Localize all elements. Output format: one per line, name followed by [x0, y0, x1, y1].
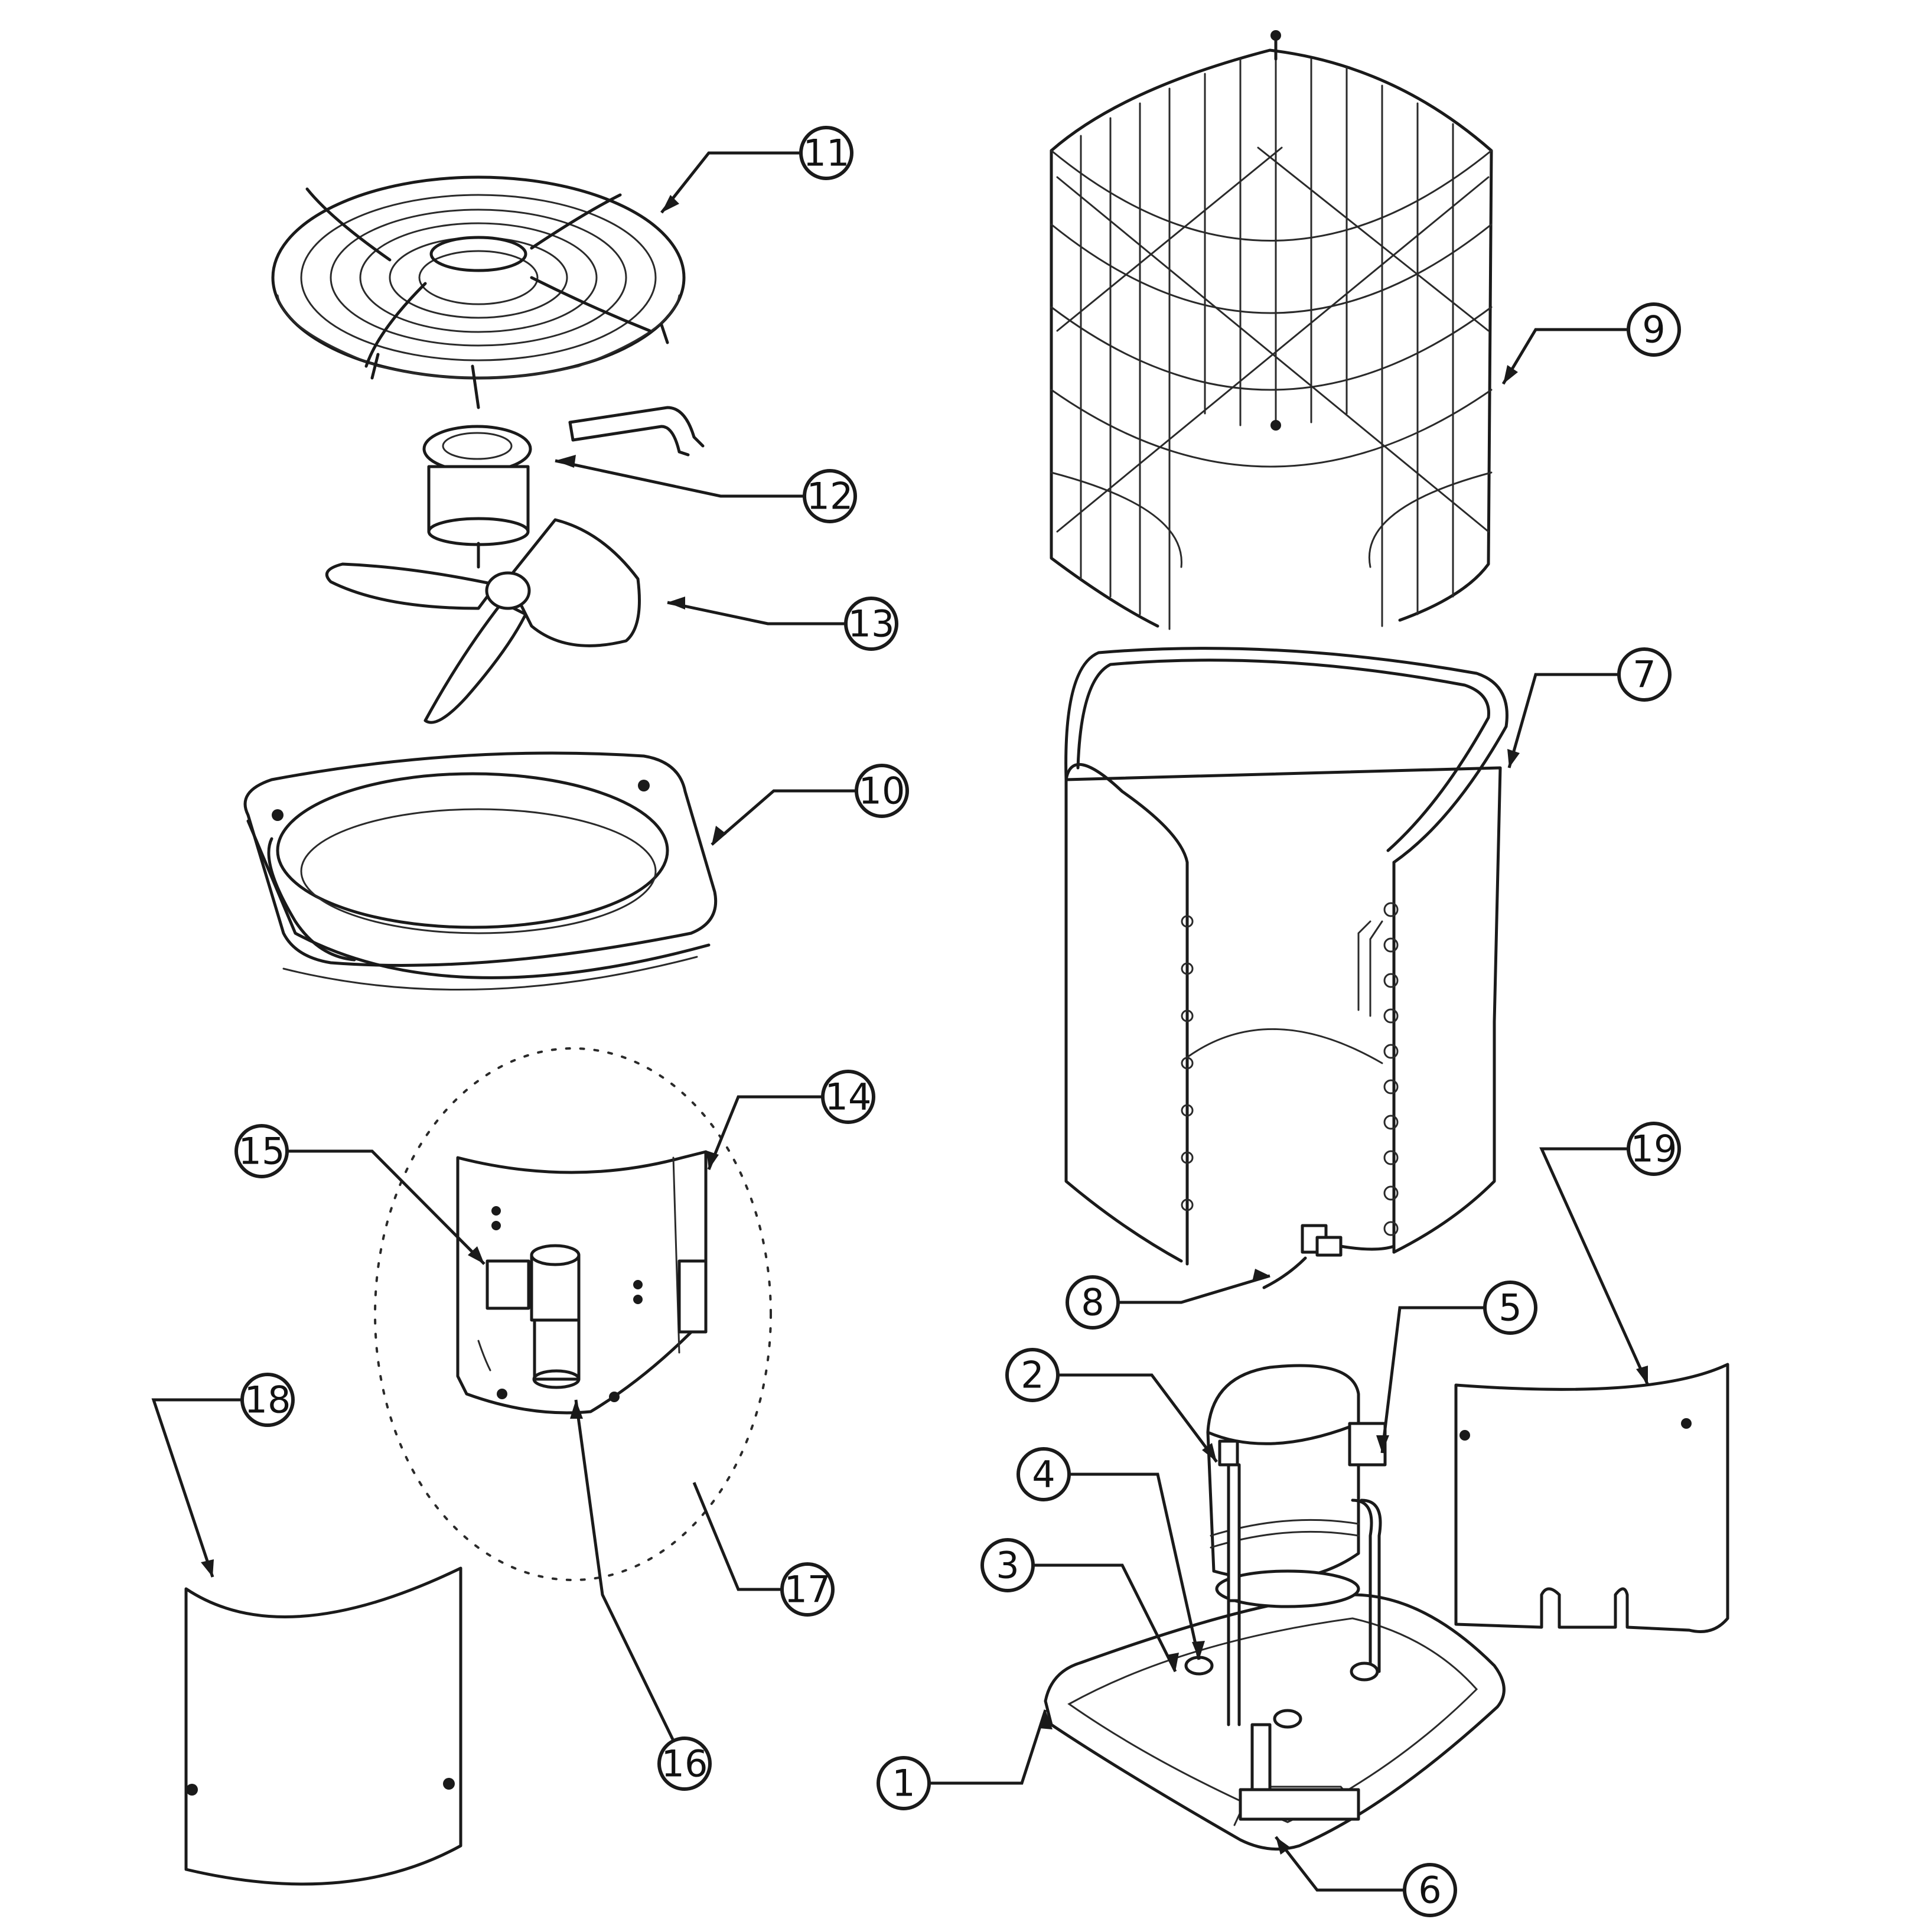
callout-18-label: 18 [245, 1379, 291, 1422]
callout-3: 3 [980, 1538, 1035, 1592]
callout-14-label: 14 [825, 1076, 872, 1119]
callout-14: 14 [821, 1070, 875, 1124]
callout-10-label: 10 [859, 770, 905, 813]
part-fan-blade [325, 518, 641, 724]
part-service-valve [1262, 1224, 1396, 1289]
leader-lines [151, 151, 1654, 1892]
callout-13-label: 13 [848, 602, 895, 646]
callout-4: 4 [1017, 1447, 1071, 1501]
callout-2-label: 2 [1021, 1354, 1044, 1397]
callout-1-label: 1 [892, 1762, 915, 1805]
callout-5-label: 5 [1498, 1286, 1522, 1330]
callout-2: 2 [1005, 1348, 1060, 1402]
callout-19-label: 19 [1631, 1128, 1677, 1171]
callout-1: 1 [877, 1756, 931, 1810]
part-fan-guard [271, 175, 686, 409]
callout-8-label: 8 [1081, 1281, 1104, 1324]
callout-16: 16 [657, 1736, 712, 1791]
callout-16-label: 16 [662, 1742, 708, 1786]
callout-17: 17 [780, 1562, 835, 1617]
callout-11-label: 11 [803, 132, 850, 175]
callout-10: 10 [855, 764, 909, 818]
callout-7-label: 7 [1633, 653, 1656, 696]
part-condenser-coil [1064, 647, 1509, 1266]
callout-8: 8 [1066, 1275, 1120, 1330]
part-tube [568, 406, 705, 457]
callout-7: 7 [1617, 647, 1672, 702]
callout-9-label: 9 [1642, 308, 1665, 351]
callout-12-label: 12 [807, 475, 853, 518]
callout-18: 18 [240, 1373, 295, 1427]
part-right-panel [1454, 1363, 1729, 1633]
part-left-panel [184, 1566, 462, 1886]
callout-6: 6 [1403, 1863, 1457, 1917]
callout-9: 9 [1627, 302, 1681, 357]
callout-15-label: 15 [239, 1130, 285, 1173]
part-control-box [374, 1047, 772, 1581]
callout-4-label: 4 [1032, 1453, 1055, 1496]
callout-17-label: 17 [784, 1568, 831, 1611]
callout-6-label: 6 [1418, 1869, 1441, 1912]
part-coil-guard [1050, 30, 1493, 630]
callout-5: 5 [1483, 1281, 1537, 1335]
callout-13: 13 [844, 597, 898, 651]
callout-19: 19 [1627, 1122, 1681, 1176]
callout-15: 15 [234, 1124, 289, 1178]
callout-3-label: 3 [996, 1544, 1019, 1587]
callout-11: 11 [799, 126, 853, 180]
coil-tube-ends [1181, 902, 1399, 1236]
callout-12: 12 [803, 469, 857, 523]
part-fan-motor [422, 425, 532, 569]
part-venturi [243, 751, 718, 991]
